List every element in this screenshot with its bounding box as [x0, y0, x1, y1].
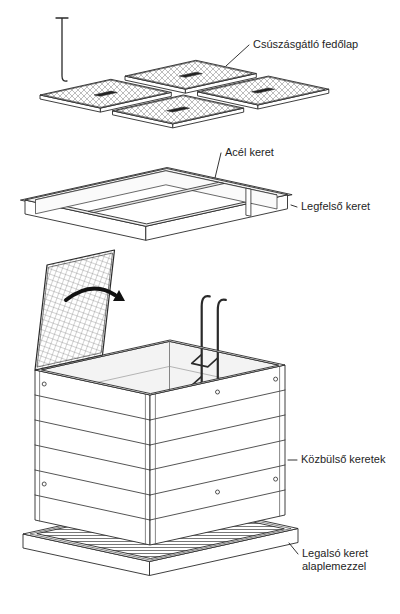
- corner-post: [145, 394, 146, 544]
- corner-post: [155, 394, 156, 544]
- bolt: [274, 477, 278, 481]
- rotation-arrow: [66, 289, 115, 300]
- lifting-slot: [252, 88, 275, 93]
- cover-plate-border: [201, 77, 324, 104]
- cover-plate-border: [116, 96, 239, 123]
- part-label: Acél keret: [224, 146, 275, 159]
- frame-plank: [150, 490, 285, 520]
- leader-line: [215, 153, 221, 178]
- leader-line: [288, 460, 297, 461]
- cover-plate: [198, 76, 329, 105]
- ladder-rung: [192, 354, 218, 367]
- frame-plank: [150, 415, 285, 445]
- lifting-slot: [94, 91, 117, 96]
- bolt: [216, 390, 220, 394]
- lifting-slot: [167, 107, 190, 112]
- steel-frame-post: [246, 188, 251, 216]
- part-label: Legalsó keret alaplemezzel: [301, 547, 393, 573]
- rotation-arrow-head: [113, 290, 125, 301]
- intermediate-frame-wall: [150, 365, 285, 545]
- frame-plank: [150, 465, 285, 495]
- lifting-slot: [179, 72, 202, 77]
- frame-plank: [35, 445, 150, 470]
- frame-plank: [35, 420, 150, 445]
- part-label: Legfelső keret: [300, 200, 371, 213]
- steel-frame-opening: [36, 171, 278, 224]
- steel-frame-inner-wall: [36, 171, 278, 214]
- leader-line: [291, 205, 297, 207]
- bolt: [42, 382, 46, 386]
- frame-plank: [35, 395, 150, 420]
- corner-post: [39, 371, 40, 521]
- lifting-key: [56, 18, 68, 81]
- bolt: [274, 377, 278, 381]
- frame-plank: [150, 390, 285, 420]
- frame-plank: [35, 495, 150, 520]
- intermediate-frame-wall: [35, 370, 150, 545]
- part-label: Csúszásgátló fedőlap: [252, 38, 359, 51]
- hinged-lid: [35, 250, 115, 370]
- frame-plank: [150, 440, 285, 470]
- steel-frame-top: [25, 169, 288, 227]
- bolt: [42, 482, 46, 486]
- frame-plank: [35, 470, 150, 495]
- cover-plate: [113, 95, 244, 124]
- bolt: [216, 490, 220, 494]
- lid-border: [37, 253, 113, 367]
- leader-line: [226, 45, 249, 66]
- steel-frame-crossbar: [88, 182, 224, 212]
- part-label: Közbülső keretek: [300, 453, 386, 466]
- corner-post: [279, 366, 280, 516]
- leader-line: [289, 543, 298, 554]
